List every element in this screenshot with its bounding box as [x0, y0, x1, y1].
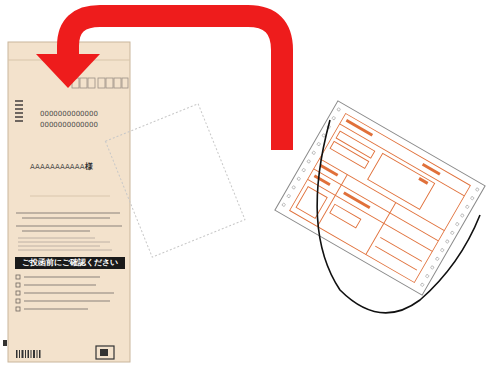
move-arrow [36, 16, 282, 150]
recipient-name: AAAAAAAAAAA [30, 164, 85, 172]
envelope [3, 42, 130, 362]
form-sheet [275, 101, 485, 295]
notice-band-text: ご投函前にご確認ください [22, 259, 118, 268]
ghost-form [105, 104, 245, 257]
honorific: 様 [85, 163, 93, 172]
address-line: 0000000000000 [40, 111, 98, 119]
arc [317, 120, 480, 313]
address-line: 0000000000000 [40, 122, 98, 130]
